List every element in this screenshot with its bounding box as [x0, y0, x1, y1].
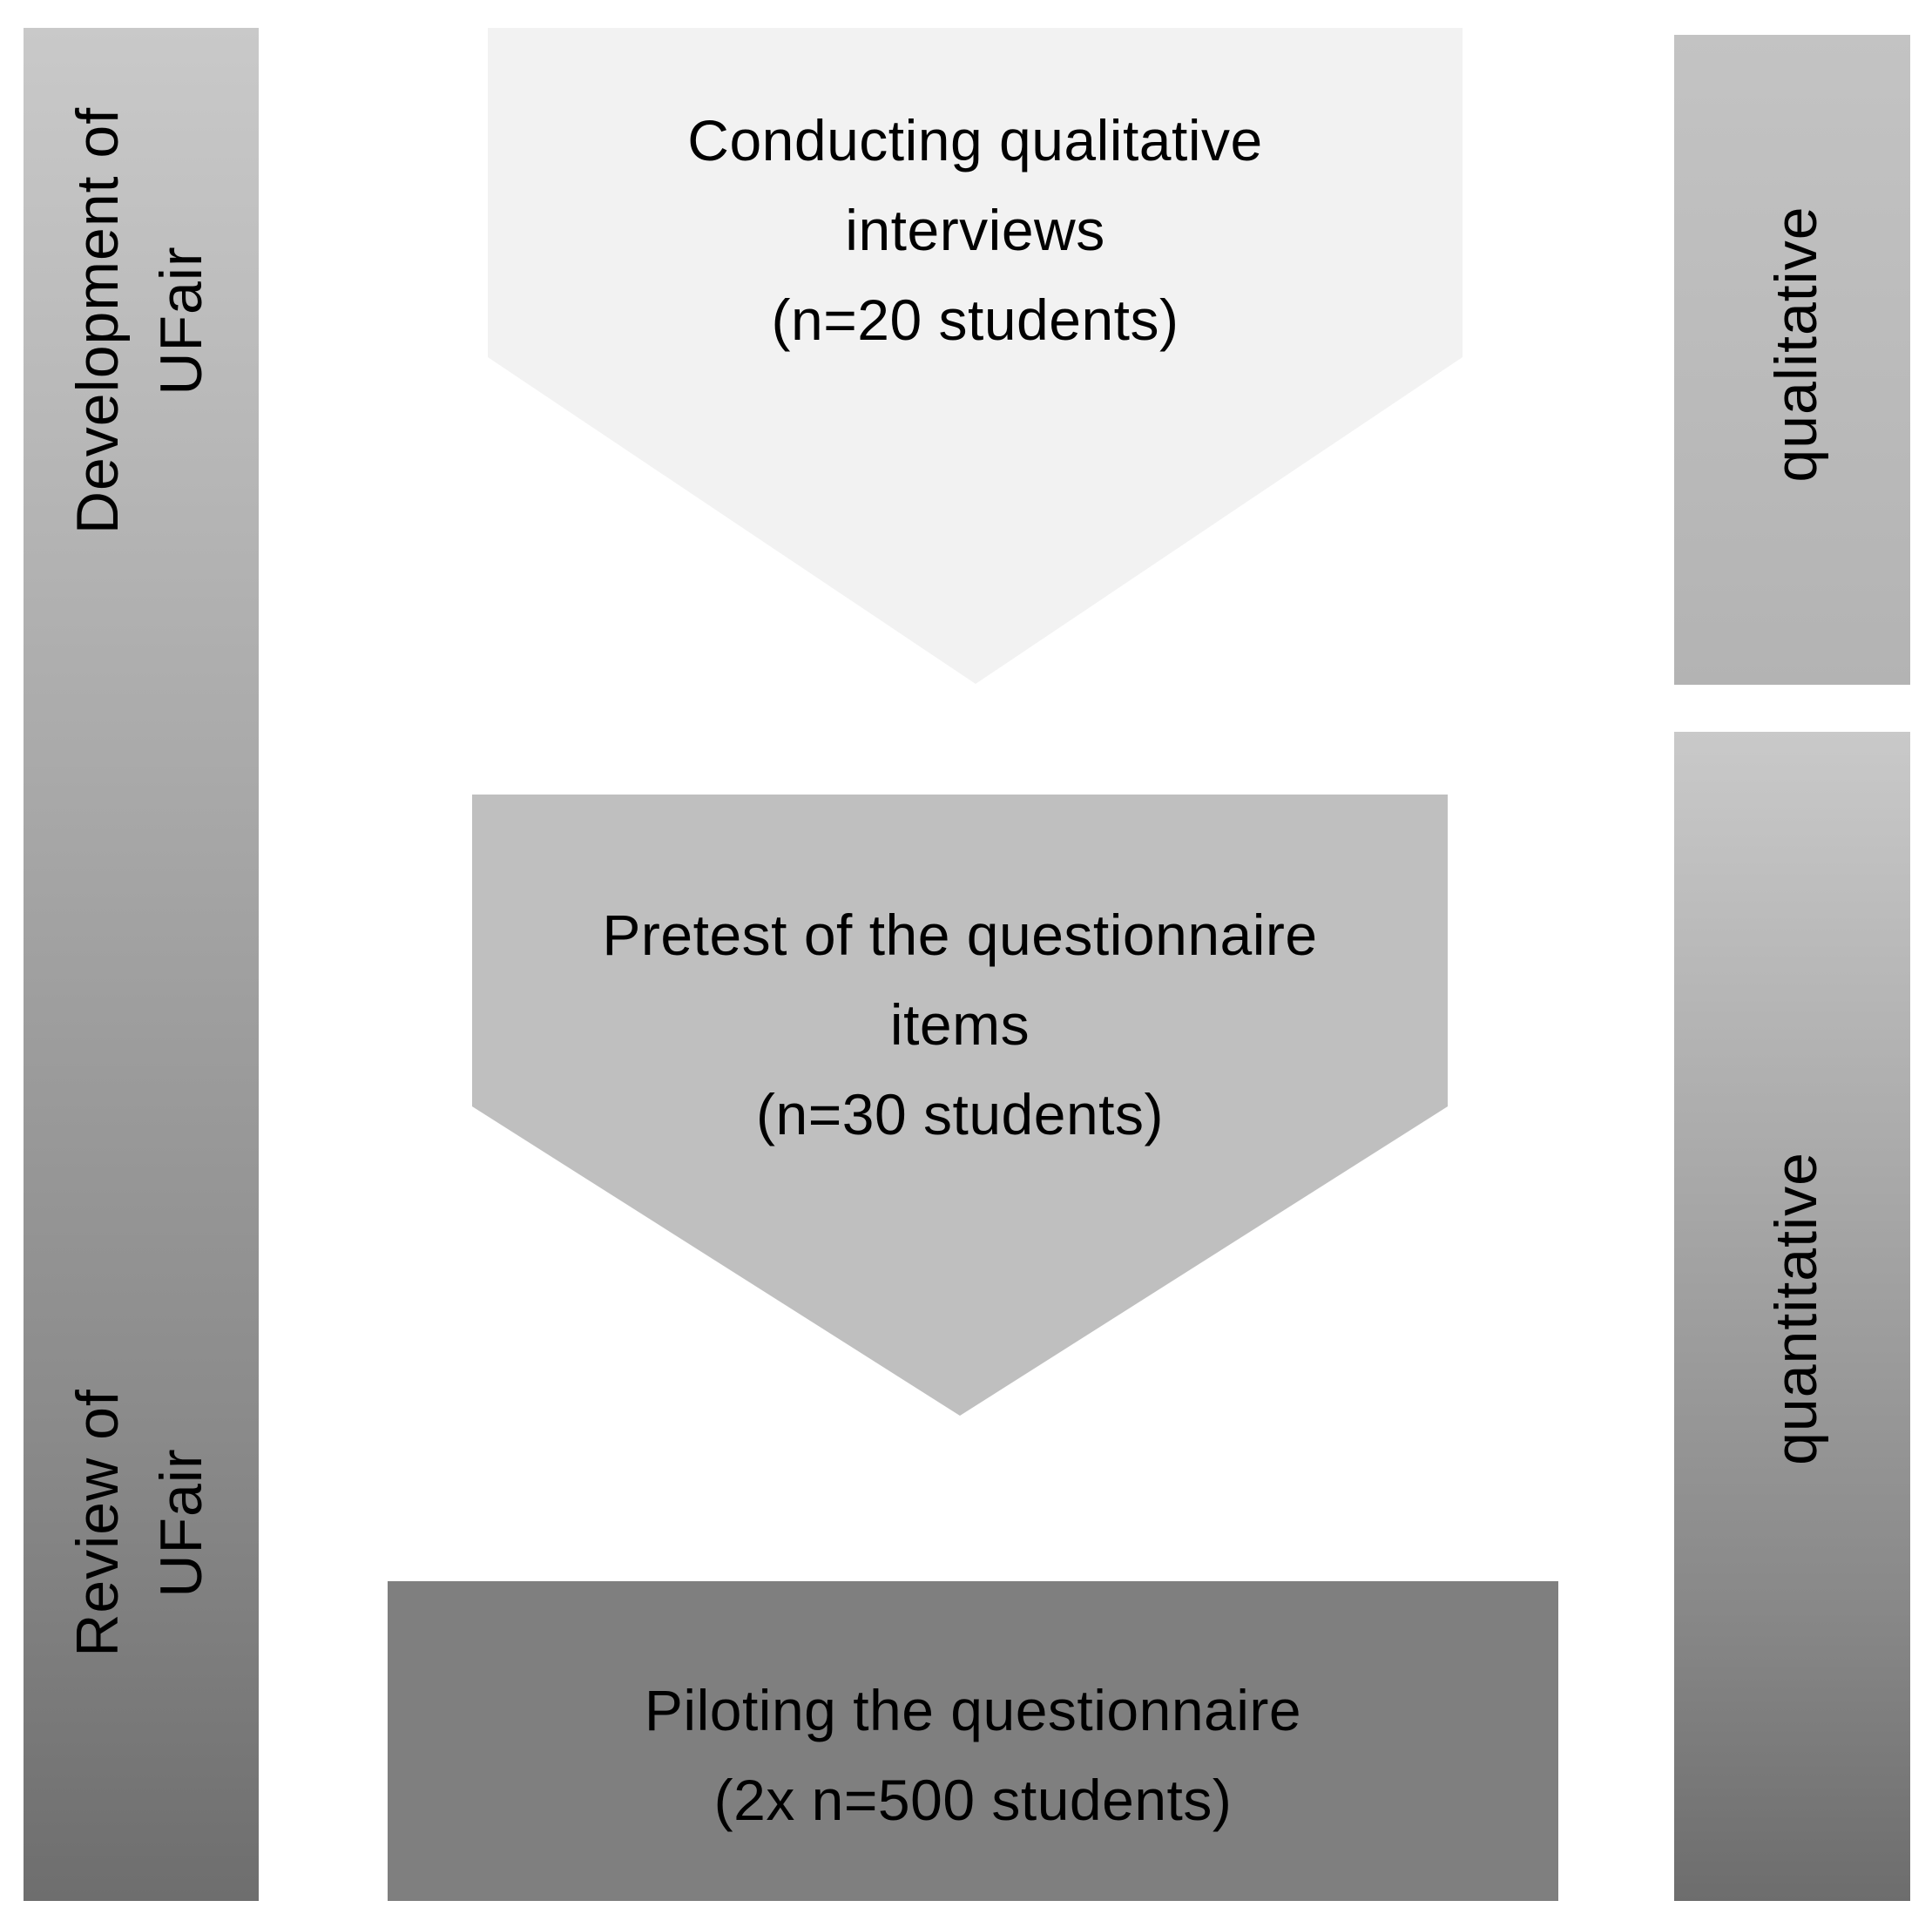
- step-2-pentagon-arrow: [472, 795, 1448, 1416]
- step-3-rectangle: [388, 1581, 1558, 1901]
- step-2-text: Pretest of the questionnaire items (n=30…: [472, 890, 1448, 1160]
- step-2-line-3: (n=30 students): [756, 1082, 1164, 1146]
- step-2-line-2: items: [889, 992, 1030, 1057]
- step-2-line-1: Pretest of the questionnaire: [602, 903, 1318, 967]
- step-1-text: Conducting qualitative interviews (n=20 …: [488, 96, 1463, 365]
- step-1-line-3: (n=20 students): [771, 287, 1179, 352]
- method-bar-qualitative: [1674, 35, 1910, 685]
- step-3-line-1: Piloting the questionnaire: [644, 1678, 1302, 1742]
- step-1-line-2: interviews: [845, 198, 1105, 262]
- phase-bar: [24, 28, 259, 1901]
- method-bar-quantitative: [1674, 732, 1910, 1901]
- step-1-pentagon-arrow: [488, 28, 1463, 684]
- step-3-line-2: (2x n=500 students): [713, 1768, 1233, 1832]
- step-1-line-1: Conducting qualitative: [687, 108, 1263, 172]
- step-3-text: Piloting the questionnaire (2x n=500 stu…: [388, 1666, 1558, 1845]
